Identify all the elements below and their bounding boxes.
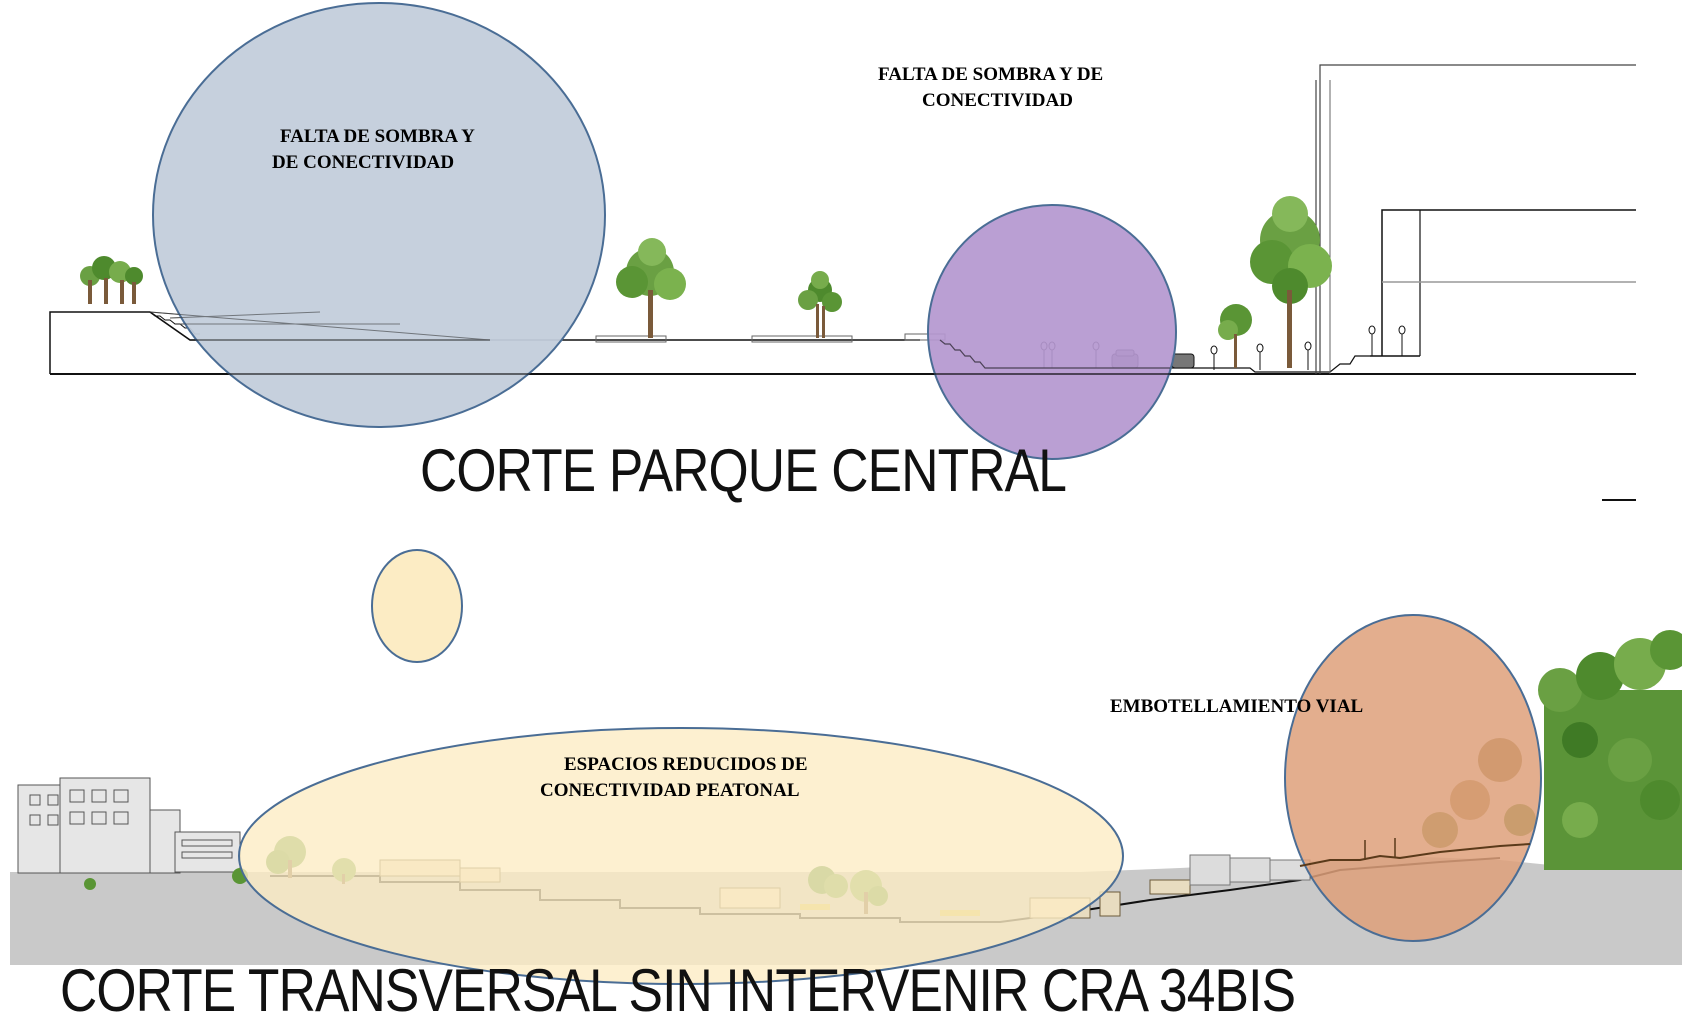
top-right-note: FALTA DE SOMBRA Y DE CONECTIVIDAD	[878, 62, 1103, 114]
top-left-note: FALTA DE SOMBRA Y DE CONECTIVIDAD	[272, 124, 475, 176]
top-right-note-line-2: CONECTIVIDAD	[922, 90, 1073, 111]
top-car-2	[1171, 353, 1195, 369]
bottom-section-title: CORTE TRANSVERSAL SIN INTERVENIR CRA 34B…	[60, 957, 1296, 1024]
top-tree-street-small	[1218, 304, 1252, 368]
bottom-buildings-right	[1189, 854, 1311, 886]
top-right-note-line-1: FALTA DE SOMBRA Y DE	[878, 64, 1104, 85]
top-planter-2	[751, 335, 853, 343]
top-section-title: CORTE PARQUE CENTRAL	[420, 437, 1067, 504]
bottom-left-note-line-1: ESPACIOS REDUCIDOS DE	[564, 754, 808, 775]
top-tree-cluster-left	[80, 256, 143, 304]
top-left-note-line-1: FALTA DE SOMBRA Y	[280, 126, 475, 147]
shade-connectivity-highlight-left	[152, 2, 606, 428]
bottom-left-note-line-2: CONECTIVIDAD PEATONAL	[540, 780, 800, 801]
traffic-overlay-profile	[1299, 843, 1531, 867]
top-tree-park-1	[616, 238, 686, 338]
top-building-outline	[1319, 64, 1636, 374]
top-right-overlay-lines	[930, 339, 1176, 375]
pedestrian-connectivity-highlight	[238, 727, 1124, 985]
top-tree-park-2	[798, 271, 842, 338]
top-right-sidewalk	[1170, 355, 1370, 373]
top-left-overlay-lines	[149, 311, 600, 375]
bottom-buildings-left	[17, 777, 241, 874]
top-left-note-line-2: DE CONECTIVIDAD	[272, 152, 455, 173]
top-building-inner	[1381, 209, 1636, 356]
traffic-congestion-highlight	[1284, 614, 1542, 942]
shade-connectivity-highlight-right	[927, 204, 1177, 460]
bottom-left-note: ESPACIOS REDUCIDOS DE CONECTIVIDAD PEATO…	[540, 752, 808, 804]
top-tree-street-large	[1250, 196, 1332, 368]
legend-bubble-cream	[371, 549, 463, 663]
bottom-right-note: EMBOTELLAMIENTO VIAL	[1110, 696, 1364, 717]
top-planter-1	[595, 335, 667, 343]
